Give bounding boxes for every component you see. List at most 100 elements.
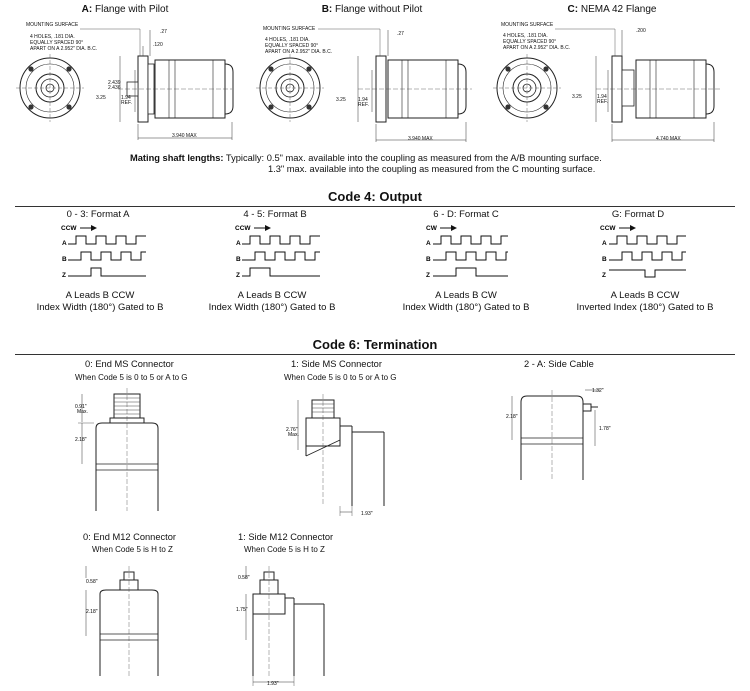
flange-b-dim-len: 3.940 MAX [408, 136, 433, 142]
flange-drawings [15, 28, 722, 142]
side-ms-d1: 2.76" [286, 427, 298, 433]
end-ms-title: 0: End MS Connector [85, 359, 174, 369]
flange-b-dim-h: 3.25 [336, 97, 346, 103]
format-a-ch-z: Z [62, 272, 66, 279]
mating-shaft-note: Mating shaft lengths: Typically: 0.5" ma… [0, 153, 750, 175]
format-b-title: 4 - 5: Format B [243, 209, 307, 220]
side-ms-d1b: Max. [288, 432, 299, 438]
flange-c-mount-note: MOUNTING SURFACE [501, 22, 554, 28]
format-d-cap2: Inverted Index (180°) Gated to B [576, 301, 714, 313]
flange-a-dim-len: 3.940 MAX [172, 133, 197, 139]
format-c-dir: CW [426, 225, 438, 232]
format-b-caption: A Leads B CCW Index Width (180°) Gated t… [177, 290, 367, 313]
format-c-ch-b: B [426, 256, 431, 263]
side-m12-sub: When Code 5 is H to Z [244, 545, 325, 554]
flange-b-letter: B: [321, 4, 333, 15]
format-b-dir: CCW [235, 225, 251, 232]
flange-a-letter: A: [81, 4, 93, 15]
side-m12-drawing: 0.58" 1.75" 1.93" [236, 566, 325, 687]
flange-c-ref-label: REF. [597, 99, 608, 105]
flange-c-holes-2: EQUALLY SPACED 90° [503, 39, 557, 45]
end-ms-d1b: Max. [77, 409, 88, 415]
format-c-waves: CW A B Z [426, 225, 508, 279]
format-d-title: G: Format D [611, 209, 665, 220]
format-b-ch-z: Z [236, 272, 240, 279]
flange-a-dim-top: .27 [160, 29, 167, 35]
end-m12-drawing: 0.58" 2.18" [85, 566, 159, 676]
side-m12-d3: 1.93" [267, 681, 279, 687]
flange-c-side [595, 30, 722, 142]
flange-c-letter: C: [567, 4, 579, 15]
flange-a-dim-pilot: .120 [153, 42, 163, 48]
format-d-caption: A Leads B CCW Inverted Index (180°) Gate… [550, 290, 740, 313]
format-c-caption: A Leads B CW Index Width (180°) Gated to… [371, 290, 561, 313]
flange-a-dim-d1: 2.439 [108, 80, 121, 86]
side-m12-title: 1: Side M12 Connector [238, 532, 334, 542]
flange-b-holes-2: EQUALLY SPACED 90° [265, 43, 319, 49]
format-d-ch-z: Z [602, 272, 606, 279]
format-c-ch-a: A [426, 240, 431, 247]
format-b-ch-b: B [236, 256, 241, 263]
format-b-waves: CCW A B Z [235, 225, 320, 279]
flange-a-holes-1: 4 HOLES, .181 DIA. [30, 34, 75, 40]
format-b-ch-a: A [236, 240, 241, 247]
format-a-dir: CCW [61, 225, 77, 232]
end-ms-d2: 2.18" [75, 437, 87, 443]
flange-a-dim-h: 3.25 [96, 95, 106, 101]
side-cable-drawing: 1.32" 2.18" 1.78" [506, 388, 611, 480]
flange-b-title: B: Flange without Pilot [247, 4, 497, 15]
flange-a-mount-note: MOUNTING SURFACE [26, 22, 79, 28]
format-a-title: 0 - 3: Format A [66, 209, 130, 220]
end-m12-d1: 0.58" [86, 579, 98, 585]
flange-a-ref-label: REF. [121, 100, 132, 106]
flange-c-dim-len: 4.740 MAX [656, 136, 681, 142]
format-d-waves: CCW A B Z [600, 225, 686, 279]
format-b-cap1: A Leads B CCW [237, 290, 307, 301]
termination-rule [15, 354, 735, 355]
flange-b-name: Flange without Pilot [335, 4, 423, 15]
side-ms-title: 1: Side MS Connector [291, 359, 382, 369]
flange-c-holes-1: 4 HOLES, .181 DIA. [503, 33, 548, 39]
format-c-title: 6 - D: Format C [433, 209, 499, 220]
flange-b-ref-label: REF. [358, 102, 369, 108]
flange-b-holes-3: APART ON A 2.952" DIA. B.C. [265, 49, 333, 55]
output-waveforms: CCW A B Z CCW A B Z CW A B Z CCW A B Z [61, 225, 686, 279]
end-ms-sub: When Code 5 is 0 to 5 or A to G [75, 373, 188, 382]
flange-b-side [357, 30, 472, 142]
flange-c-title: C: NEMA 42 Flange [487, 4, 737, 15]
format-b-cap2: Index Width (180°) Gated to B [208, 301, 336, 313]
flange-a-ref-val: 1.94 [121, 95, 131, 101]
output-section-title: Code 4: Output [328, 189, 422, 204]
flange-c-name: NEMA 42 Flange [580, 4, 657, 15]
format-a-caption: A Leads B CCW Index Width (180°) Gated t… [5, 290, 195, 313]
flange-c-dim-h: 3.25 [572, 94, 582, 100]
flange-a-title: A: Flange with Pilot [0, 4, 250, 15]
format-d-cap1: A Leads B CCW [610, 290, 680, 301]
end-m12-sub: When Code 5 is H to Z [92, 545, 173, 554]
side-cable-d1: 1.32" [592, 388, 604, 394]
format-d-ch-a: A [602, 240, 607, 247]
flange-b-ref-val: 1.94 [358, 97, 368, 103]
flange-b-holes-1: 4 HOLES, .181 DIA. [265, 37, 310, 43]
flange-a-holes-3: APART ON A 2.952" DIA. B.C. [30, 46, 98, 52]
format-a-cap1: A Leads B CCW [65, 290, 135, 301]
format-a-waves: CCW A B Z [61, 225, 146, 279]
flange-b-dim-top: .27 [397, 31, 404, 37]
termination-drawings: 0.91" Max. 2.18" 2.76" Max. 1.93" 1. [75, 388, 611, 687]
format-c-cap1: A Leads B CW [435, 290, 497, 301]
end-ms-d1: 0.91" [75, 404, 87, 410]
side-cable-d3: 1.78" [599, 426, 611, 432]
output-rule [15, 206, 735, 207]
format-a-ch-a: A [62, 240, 67, 247]
flange-a-side [118, 30, 234, 140]
side-cable-title: 2 - A: Side Cable [524, 359, 594, 369]
format-a-ch-b: B [62, 256, 67, 263]
end-ms-drawing: 0.91" Max. 2.18" [75, 388, 159, 511]
mating-line-1: Typically: 0.5" max. available into the … [223, 153, 602, 163]
flange-a-holes-2: EQUALLY SPACED 90° [30, 40, 84, 46]
side-m12-d2: 1.75" [236, 607, 248, 613]
flange-c-holes-3: APART ON A 2.952" DIA. B.C. [503, 45, 571, 51]
format-c-ch-z: Z [426, 272, 430, 279]
format-a-cap2: Index Width (180°) Gated to B [36, 301, 164, 313]
format-c-cap2: Index Width (180°) Gated to B [402, 301, 530, 313]
